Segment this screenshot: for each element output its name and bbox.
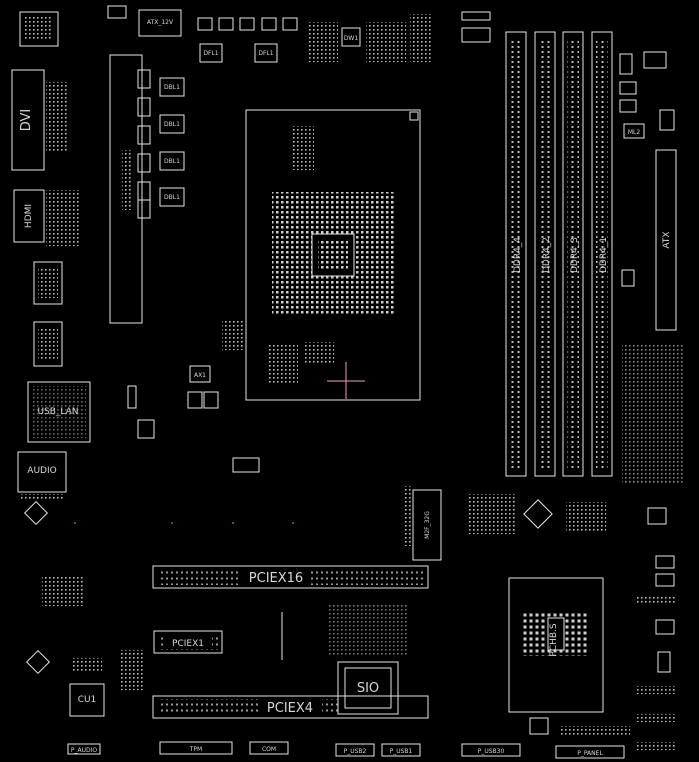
cpu-left-caps: AX1 — [127, 320, 260, 473]
bottom-headers[interactable]: P_AUDIO TPM COM P_USB2 P_USB1 P_USB30 P_… — [67, 717, 630, 759]
dimm2-label: DDR4_2 — [542, 237, 552, 273]
audio-label: AUDIO — [27, 466, 56, 476]
dimm-slot-4[interactable]: DDR4_4 — [505, 31, 527, 477]
atx12v-connector[interactable]: ATX_12V — [107, 5, 182, 37]
pciex16-label: PCIEX16 — [249, 571, 303, 586]
usb-lan-connector[interactable]: USB_LAN — [27, 381, 91, 443]
atx-label: ATX — [662, 231, 672, 248]
dw1-block: DW1 — [308, 11, 491, 62]
pciex4-slot[interactable]: PCIEX4 — [152, 695, 429, 719]
p-audio-label: P_AUDIO — [71, 747, 98, 754]
pciex1-label: PCIEX1 — [172, 639, 204, 649]
m2-slot[interactable]: M2F_32G — [403, 486, 442, 561]
dvi-connector[interactable]: DVI — [11, 69, 68, 171]
m2f-label: M2F_32G — [424, 511, 431, 539]
dvi-label: DVI — [19, 109, 34, 132]
p-usb1-label: P_USB1 — [390, 748, 413, 755]
ml2-label: ML2 — [628, 129, 641, 136]
vrm-top-row: DFL1 DFL1 — [197, 17, 298, 63]
p-usb3-label: P_USB30 — [478, 748, 505, 755]
pciex16-slot[interactable]: PCIEX16 — [152, 565, 429, 589]
dimm-slot-3[interactable]: DDR4_3 — [562, 31, 584, 477]
dimm-slot-2[interactable]: DDR4_2 — [534, 31, 556, 477]
ax1-label: AX1 — [194, 372, 206, 379]
dbl1-label-c: DBL1 — [164, 158, 180, 165]
dbl1-label-b: DBL1 — [164, 121, 180, 128]
com-label: COM — [262, 746, 276, 753]
right-column-parts: ML2 — [619, 51, 684, 484]
vrm-column: DBL1 DBL1 DBL1 DBL1 — [109, 54, 185, 324]
pciex1-slot[interactable]: PCIEX1 — [153, 630, 223, 654]
p-panel-label: P_PANEL — [577, 750, 603, 757]
tpm-label: TPM — [189, 746, 202, 753]
sio-label: SIO — [357, 681, 379, 696]
misc-diamond-left — [23, 500, 49, 526]
top-left-header — [19, 11, 59, 47]
audio-connector[interactable]: AUDIO — [17, 451, 67, 499]
dimm3-label: DDR4_3 — [570, 237, 580, 273]
hdmi-connector[interactable]: HDMI — [13, 189, 80, 246]
cpu-socket — [245, 109, 421, 401]
usb-stack-upper[interactable] — [33, 261, 63, 367]
sio-chip: SIO — [281, 604, 408, 715]
dfl1-label-a: DFL1 — [203, 50, 218, 57]
bottom-left-parts: CU1 — [25, 576, 144, 717]
atx12v-label: ATX_12V — [147, 19, 174, 26]
usb-lan-label: USB_LAN — [37, 407, 78, 417]
pch-chipset: PCHB.S — [508, 577, 604, 713]
atx-connector[interactable]: ATX — [655, 149, 677, 331]
p-usb2-label: P_USB2 — [344, 748, 367, 755]
green-marker-dots — [74, 522, 294, 524]
dimm4-label: DDR4_4 — [513, 237, 523, 273]
dimm-slot-1[interactable]: DDR4_1 — [591, 31, 613, 477]
dfl1-label-b: DFL1 — [258, 50, 273, 57]
dbl1-label-a: DBL1 — [164, 84, 180, 91]
dw1-label: DW1 — [344, 35, 359, 42]
cu1-label: CU1 — [78, 695, 97, 705]
hdmi-label: HDMI — [24, 204, 34, 228]
pch-label: PCHB.S — [549, 623, 559, 657]
mid-right-parts — [468, 494, 676, 750]
pciex4-label: PCIEX4 — [267, 701, 313, 716]
dbl1-label-d: DBL1 — [164, 194, 180, 201]
dimm1-label: DDR4_1 — [599, 237, 609, 273]
